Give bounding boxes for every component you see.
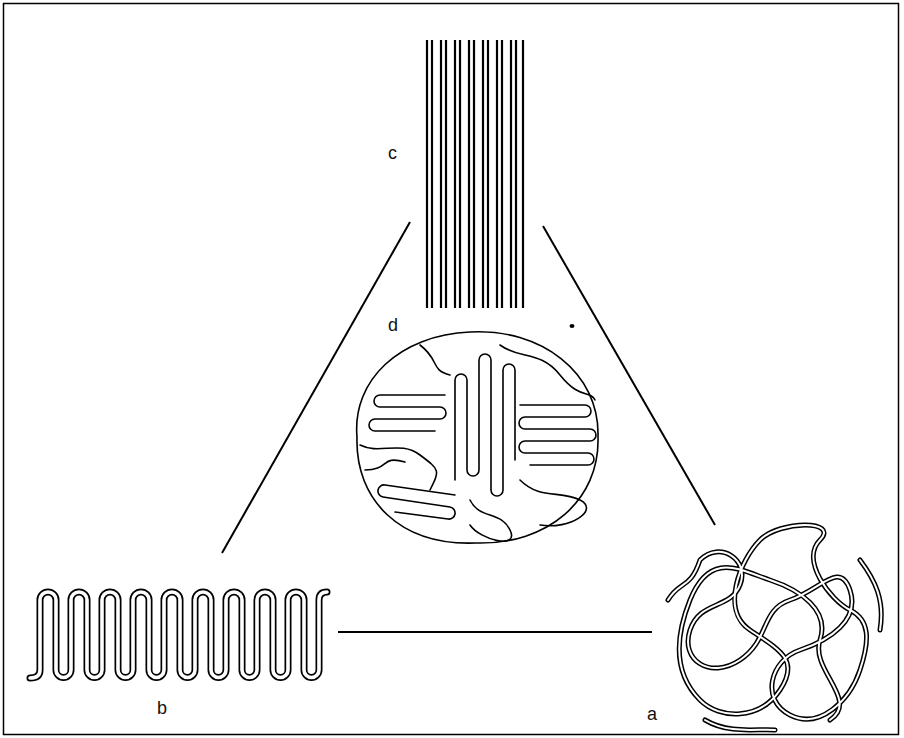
triangle-side [338,631,652,633]
extended-chain-node: c [410,38,543,312]
semicrystalline-node: d [352,328,602,546]
structure-letter: d [388,316,398,334]
ink-dot [570,324,575,328]
structure-letter: a [647,705,657,723]
structure-letter: b [157,699,167,717]
sphere-outline [357,332,598,543]
folded-chain-node: b [22,553,338,722]
random-coil [668,525,881,730]
random-coil-node: a [652,525,892,735]
figure-frame [4,4,899,735]
extended-chains [427,40,523,308]
triangle-side [543,226,715,525]
triangle-side [222,222,410,553]
structure-letter: c [388,144,397,162]
folded-chain [30,592,327,678]
semicrystalline-sphere [357,332,598,543]
